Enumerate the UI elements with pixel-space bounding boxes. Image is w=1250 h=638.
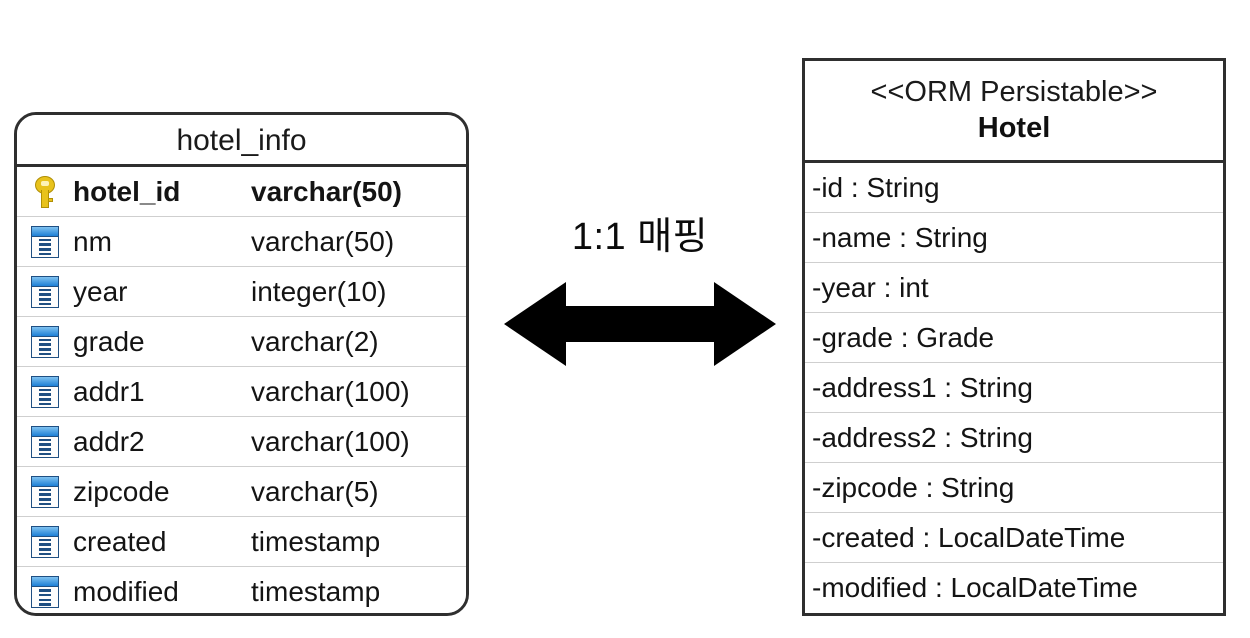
column-icon-glyph bbox=[31, 525, 59, 558]
erd-column-type: timestamp bbox=[251, 576, 381, 607]
uml-attribute: -name : String bbox=[805, 213, 1223, 263]
uml-attribute: -zipcode : String bbox=[805, 463, 1223, 513]
erd-column-type: varchar(5) bbox=[251, 475, 379, 507]
uml-attribute-list: -id : String-name : String-year : int-gr… bbox=[805, 163, 1223, 613]
uml-class-hotel: <<ORM Persistable>> Hotel -id : String-n… bbox=[802, 58, 1226, 616]
uml-attribute: -address2 : String bbox=[805, 413, 1223, 463]
erd-table-hotel-info: hotel_info hotel_id varchar(50) nm varchar(… bbox=[14, 112, 469, 616]
erd-column-type: varchar(50) bbox=[251, 225, 395, 257]
column-icon bbox=[17, 325, 73, 358]
uml-attribute: -address1 : String bbox=[805, 363, 1223, 413]
column-icon bbox=[17, 225, 73, 258]
erd-column-name: created bbox=[73, 525, 167, 557]
erd-column-list: hotel_id varchar(50) nm varchar(50) year inte… bbox=[17, 167, 466, 613]
erd-column-type: varchar(100) bbox=[251, 425, 410, 457]
erd-column-row: zipcode varchar(5) bbox=[17, 467, 466, 517]
uml-attribute: -year : int bbox=[805, 263, 1223, 313]
erd-column-type: varchar(50) bbox=[251, 175, 402, 207]
erd-column-name: addr1 bbox=[73, 375, 145, 407]
erd-column-name: nm bbox=[73, 225, 112, 257]
erd-column-name: modified bbox=[73, 576, 179, 607]
column-icon-glyph bbox=[31, 325, 59, 358]
column-icon bbox=[17, 475, 73, 508]
mapping-relationship: 1:1 매핑 bbox=[500, 218, 780, 388]
uml-attribute: -created : LocalDateTime bbox=[805, 513, 1223, 563]
uml-class-header: <<ORM Persistable>> Hotel bbox=[805, 61, 1223, 163]
uml-stereotype: <<ORM Persistable>> bbox=[870, 76, 1158, 109]
erd-column-row: addr1 varchar(100) bbox=[17, 367, 466, 417]
erd-column-row: hotel_id varchar(50) bbox=[17, 167, 466, 217]
column-icon bbox=[17, 425, 73, 458]
erd-column-name: zipcode bbox=[73, 475, 170, 507]
erd-column-name: addr2 bbox=[73, 425, 145, 457]
mapping-label: 1:1 매핑 bbox=[571, 216, 709, 258]
erd-column-row: modified timestamp bbox=[17, 567, 466, 613]
key-icon bbox=[17, 175, 73, 208]
column-icon-glyph bbox=[31, 375, 59, 408]
column-icon bbox=[17, 275, 73, 308]
erd-column-type: varchar(2) bbox=[251, 325, 379, 357]
column-icon-glyph bbox=[31, 475, 59, 508]
erd-column-row: addr2 varchar(100) bbox=[17, 417, 466, 467]
column-icon bbox=[17, 576, 73, 608]
erd-table-title: hotel_info bbox=[17, 115, 466, 167]
uml-attribute: -grade : Grade bbox=[805, 313, 1223, 363]
erd-column-type: integer(10) bbox=[251, 275, 387, 307]
erd-column-row: nm varchar(50) bbox=[17, 217, 466, 267]
erd-column-name: grade bbox=[73, 325, 145, 357]
column-icon-glyph bbox=[31, 425, 59, 458]
column-icon bbox=[17, 375, 73, 408]
erd-column-name: year bbox=[73, 275, 128, 307]
uml-attribute: -modified : LocalDateTime bbox=[805, 563, 1223, 613]
double-headed-arrow-icon bbox=[504, 282, 776, 366]
erd-column-row: year integer(10) bbox=[17, 267, 466, 317]
column-icon-glyph bbox=[31, 275, 59, 308]
column-icon-glyph bbox=[31, 225, 59, 258]
erd-column-row: grade varchar(2) bbox=[17, 317, 466, 367]
uml-attribute: -id : String bbox=[805, 163, 1223, 213]
erd-column-name: hotel_id bbox=[73, 175, 181, 207]
erd-column-type: varchar(100) bbox=[251, 375, 410, 407]
column-icon bbox=[17, 525, 73, 558]
erd-column-type: timestamp bbox=[251, 525, 381, 557]
erd-column-row: created timestamp bbox=[17, 517, 466, 567]
uml-class-name: Hotel bbox=[977, 111, 1051, 144]
key-icon-glyph bbox=[35, 175, 55, 208]
column-icon-glyph bbox=[31, 576, 59, 608]
